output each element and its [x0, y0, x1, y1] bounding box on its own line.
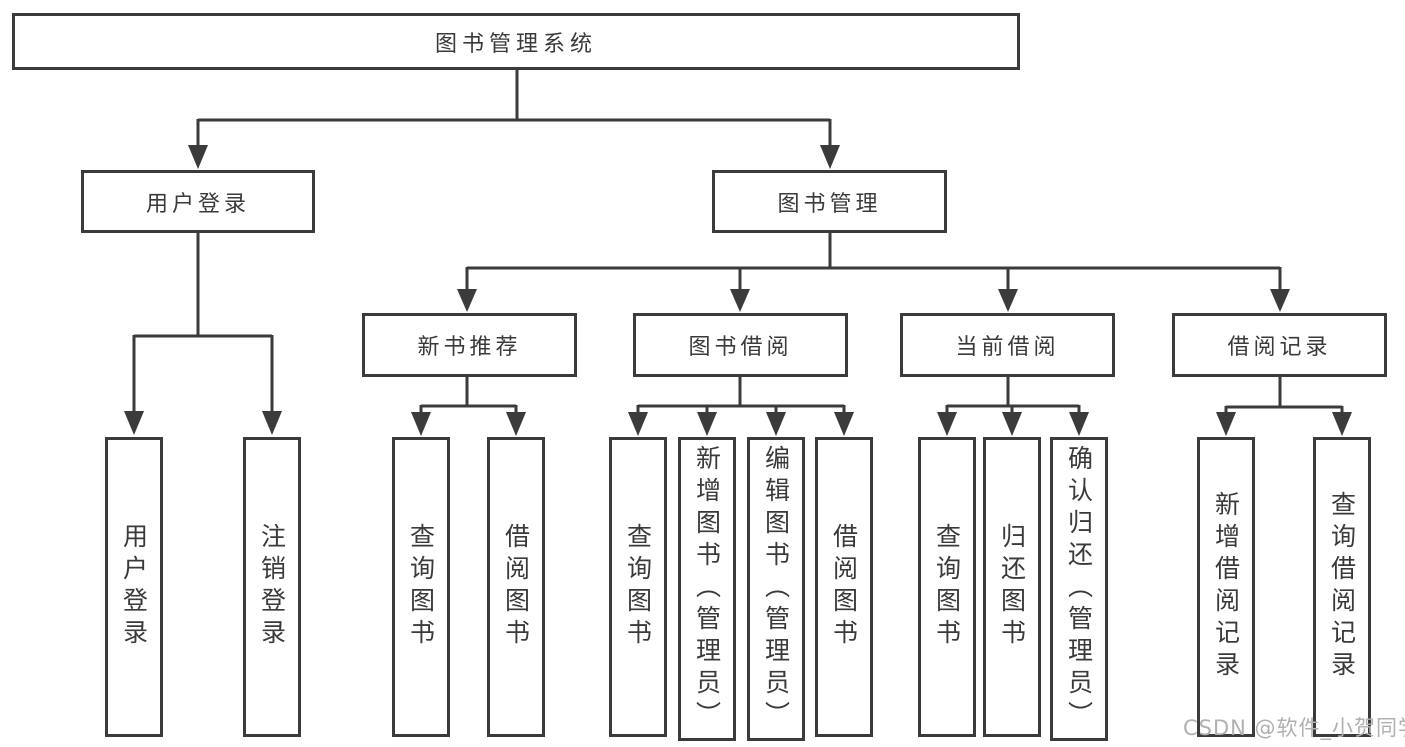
node-book-borrow: 图书借阅	[633, 313, 848, 377]
node-current-borrow: 当前借阅	[900, 313, 1115, 377]
leaf-confirm-return-admin: 确认归还（管理员）	[1050, 437, 1108, 741]
leaf-query-books-current: 查询图书	[918, 437, 976, 737]
leaf-edit-book-admin: 编辑图书（管理员）	[747, 437, 805, 741]
node-user-login: 用户登录	[81, 170, 315, 233]
leaf-user-login-label: 用户登录	[119, 523, 149, 651]
node-borrow-records-label: 借阅记录	[1227, 335, 1332, 360]
node-user-login-label: 用户登录	[145, 191, 250, 217]
leaf-query-borrow-record: 查询借阅记录	[1313, 437, 1371, 737]
leaf-query-books-current-label: 查询图书	[932, 523, 962, 651]
leaf-user-login: 用户登录	[105, 437, 163, 737]
leaf-query-books-borrow: 查询图书	[609, 437, 667, 737]
leaf-return-book: 归还图书	[983, 437, 1041, 737]
node-current-borrow-label: 当前借阅	[955, 335, 1060, 360]
leaf-borrow-books-borrow-label: 借阅图书	[829, 523, 859, 651]
leaf-query-books-borrow-label: 查询图书	[623, 523, 653, 651]
csdn-watermark: CSDN @软件_小贺同学	[1183, 716, 1405, 740]
leaf-borrow-books-borrow: 借阅图书	[815, 437, 873, 737]
leaf-confirm-return-admin-label: 确认归还（管理员）	[1064, 445, 1094, 733]
leaf-borrow-books-recommend: 借阅图书	[487, 437, 545, 737]
leaf-add-borrow-record-label: 新增借阅记录	[1211, 491, 1241, 683]
leaf-query-borrow-record-label: 查询借阅记录	[1327, 491, 1357, 683]
node-book-management: 图书管理	[712, 170, 947, 233]
leaf-borrow-books-recommend-label: 借阅图书	[501, 523, 531, 651]
node-book-management-label: 图书管理	[777, 191, 882, 217]
node-new-book-recommend: 新书推荐	[362, 313, 577, 377]
leaf-add-borrow-record: 新增借阅记录	[1197, 437, 1255, 737]
leaf-query-books-recommend-label: 查询图书	[406, 523, 436, 651]
node-new-book-recommend-label: 新书推荐	[417, 335, 522, 360]
node-root-label: 图书管理系统	[434, 31, 597, 57]
node-root: 图书管理系统	[12, 13, 1020, 70]
leaf-return-book-label: 归还图书	[997, 523, 1027, 651]
leaf-add-book-admin: 新增图书（管理员）	[678, 437, 736, 741]
leaf-logout: 注销登录	[243, 437, 301, 737]
node-book-borrow-label: 图书借阅	[688, 335, 793, 360]
leaf-add-book-admin-label: 新增图书（管理员）	[692, 445, 722, 733]
node-borrow-records: 借阅记录	[1172, 313, 1387, 377]
leaf-edit-book-admin-label: 编辑图书（管理员）	[761, 445, 791, 733]
leaf-logout-label: 注销登录	[257, 523, 287, 651]
leaf-query-books-recommend: 查询图书	[392, 437, 450, 737]
